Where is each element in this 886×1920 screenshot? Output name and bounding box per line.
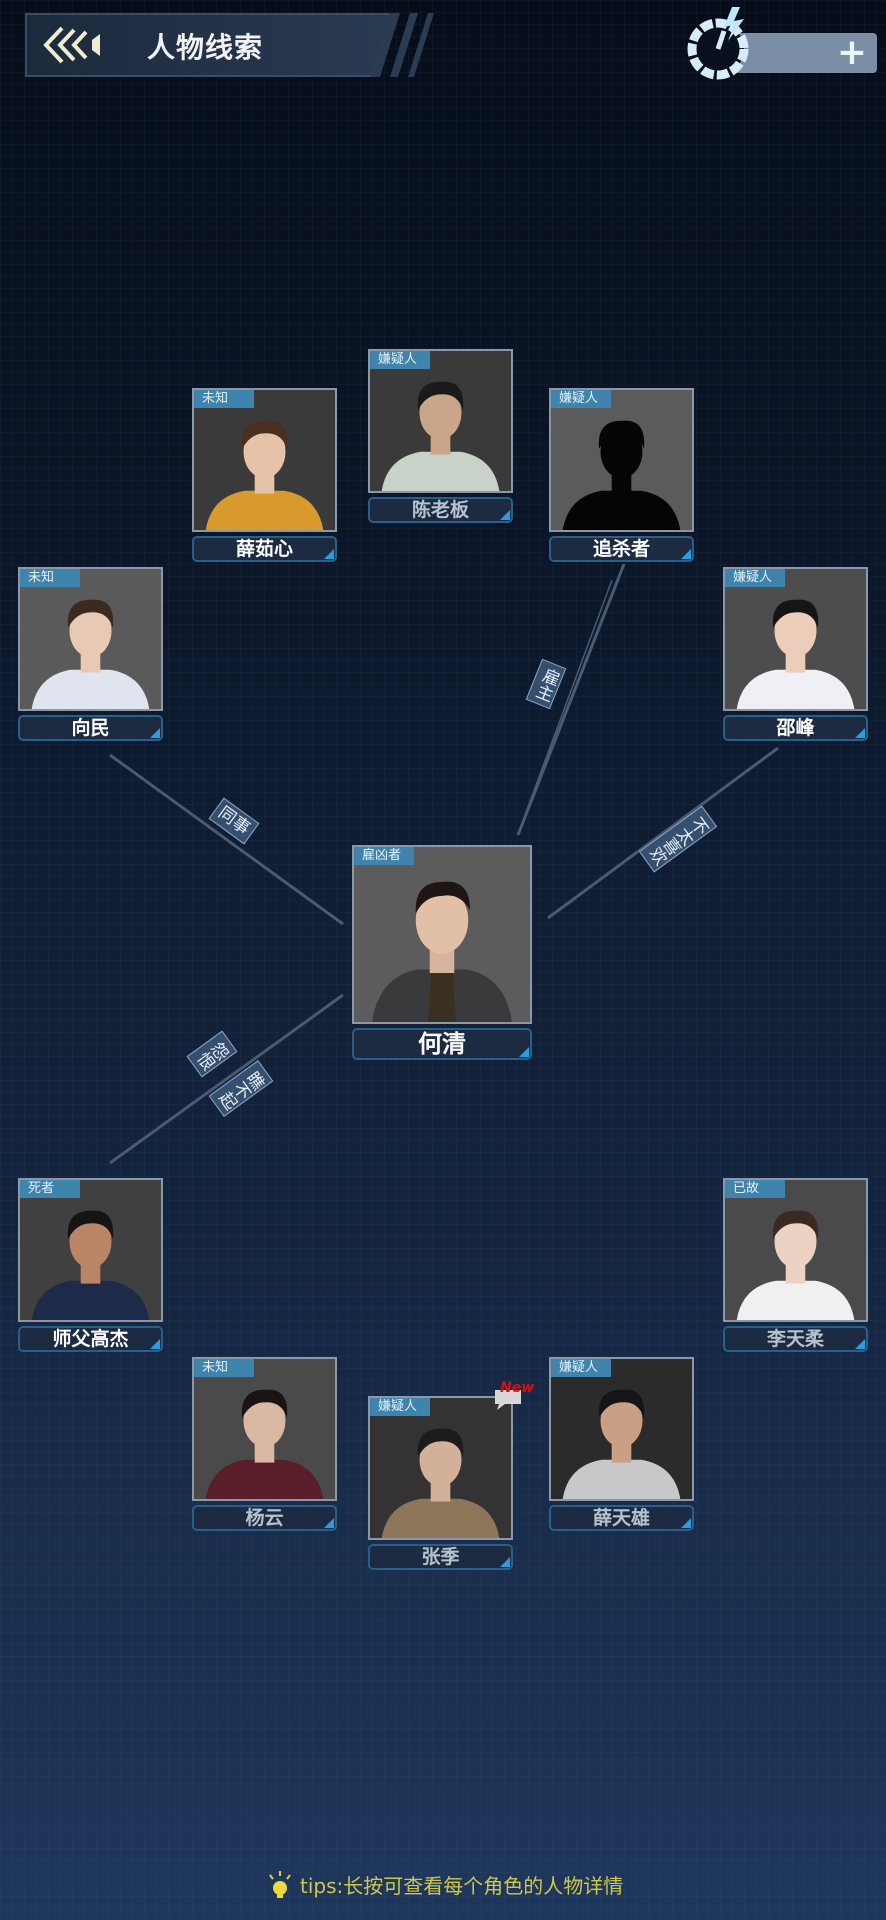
portrait-image — [562, 420, 681, 530]
character-card-litianrou[interactable]: 已故 李天柔 — [723, 1178, 868, 1352]
character-card-zhangji[interactable]: 嫌疑人 张季 — [368, 1396, 513, 1570]
portrait: 死者 — [18, 1178, 163, 1322]
character-card-heqing[interactable]: 雇凶者 何清 — [352, 845, 532, 1060]
portrait: 未知 — [192, 388, 337, 532]
character-card-chenlaoban[interactable]: 嫌疑人 陈老板 — [368, 349, 513, 523]
character-name: 向民 — [18, 715, 163, 741]
character-name: 邵峰 — [723, 715, 868, 741]
portrait: 未知 — [18, 567, 163, 711]
portrait: 未知 — [192, 1357, 337, 1501]
portrait-image — [736, 599, 855, 709]
lightbulb-icon — [269, 1870, 291, 1898]
portrait: 嫌疑人 — [368, 1396, 513, 1540]
portrait-image — [562, 1389, 681, 1499]
role-tag: 已故 — [725, 1180, 785, 1198]
character-card-xueruxin[interactable]: 未知 薛茹心 — [192, 388, 337, 562]
line-zhuishazhe — [516, 563, 626, 836]
portrait-image — [205, 420, 324, 530]
role-tag: 未知 — [20, 569, 80, 587]
energy-bar: + — [735, 33, 877, 73]
line-zhuishazhe-thin — [524, 579, 613, 816]
new-badge: New — [500, 1380, 535, 1396]
title-bar — [25, 13, 400, 77]
character-card-shifugaojie[interactable]: 死者 师父高杰 — [18, 1178, 163, 1352]
triple-chevron-left-icon — [43, 26, 100, 64]
role-tag: 嫌疑人 — [551, 1359, 611, 1377]
character-card-xuetianxiong[interactable]: 嫌疑人 薛天雄 — [549, 1357, 694, 1531]
role-tag: 嫌疑人 — [370, 351, 430, 369]
line-xiangmin — [109, 753, 344, 926]
portrait-image — [372, 881, 512, 1022]
new-badge-bubble — [495, 1390, 521, 1410]
line-shifugaojie — [109, 993, 344, 1165]
portrait: 嫌疑人 — [549, 388, 694, 532]
portrait-image — [31, 1210, 150, 1320]
role-tag: 未知 — [194, 390, 254, 408]
portrait: 已故 — [723, 1178, 868, 1322]
character-name: 师父高杰 — [18, 1326, 163, 1352]
character-card-zhuishazhe[interactable]: 嫌疑人 追杀者 — [549, 388, 694, 562]
add-energy-button[interactable]: + — [836, 32, 867, 73]
character-card-yangyun[interactable]: 未知 杨云 — [192, 1357, 337, 1531]
portrait-image — [205, 1389, 324, 1499]
role-tag: 嫌疑人 — [551, 390, 611, 408]
portrait: 嫌疑人 — [368, 349, 513, 493]
character-name: 陈老板 — [368, 497, 513, 523]
character-card-shaofeng[interactable]: 嫌疑人 邵峰 — [723, 567, 868, 741]
page-title: 人物线索 — [147, 31, 264, 64]
portrait-image — [381, 1428, 500, 1538]
character-name: 李天柔 — [723, 1326, 868, 1352]
role-tag: 雇凶者 — [354, 847, 414, 865]
character-name: 追杀者 — [549, 536, 694, 562]
portrait-image — [31, 599, 150, 709]
role-tag: 未知 — [194, 1359, 254, 1377]
character-name: 张季 — [368, 1544, 513, 1570]
header-stripes — [370, 13, 434, 77]
character-name: 何清 — [352, 1028, 532, 1060]
character-card-xiangmin[interactable]: 未知 向民 — [18, 567, 163, 741]
portrait: 嫌疑人 — [549, 1357, 694, 1501]
portrait: 嫌疑人 — [723, 567, 868, 711]
power-timer-icon — [687, 7, 749, 80]
tips-text: tips:长按可查看每个角色的人物详情 — [300, 1874, 624, 1898]
tips-bar: tips:长按可查看每个角色的人物详情 — [268, 1870, 623, 1899]
character-name: 杨云 — [192, 1505, 337, 1531]
character-name: 薛茹心 — [192, 536, 337, 562]
role-tag: 嫌疑人 — [725, 569, 785, 587]
role-tag: 嫌疑人 — [370, 1398, 430, 1416]
back-button[interactable] — [40, 22, 110, 68]
character-name: 薛天雄 — [549, 1505, 694, 1531]
portrait-image — [381, 381, 500, 491]
portrait: 雇凶者 — [352, 845, 532, 1024]
role-tag: 死者 — [20, 1180, 80, 1198]
portrait-image — [736, 1210, 855, 1320]
